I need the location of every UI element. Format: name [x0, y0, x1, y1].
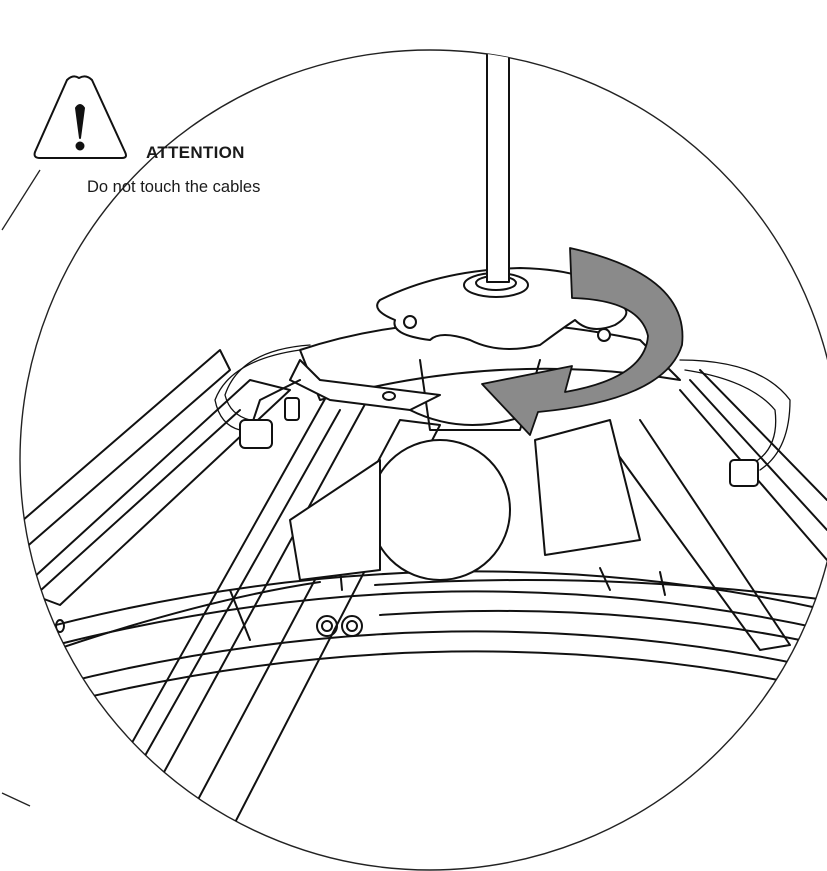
cable-clamps	[239, 397, 759, 487]
suspension-pole	[486, 50, 510, 283]
light-globe	[369, 439, 511, 581]
warning-triangle-icon	[33, 75, 127, 159]
attention-message: Do not touch the cables	[87, 178, 261, 196]
frame-arm-left	[20, 349, 291, 606]
rim-hole	[55, 619, 65, 633]
callout-leader-lines	[1, 169, 41, 807]
inner-panels	[289, 419, 641, 581]
rotation-arrow-icon	[481, 247, 684, 436]
cables	[214, 344, 791, 471]
attention-title: ATTENTION	[146, 143, 245, 162]
frame-arm-right	[599, 369, 827, 651]
